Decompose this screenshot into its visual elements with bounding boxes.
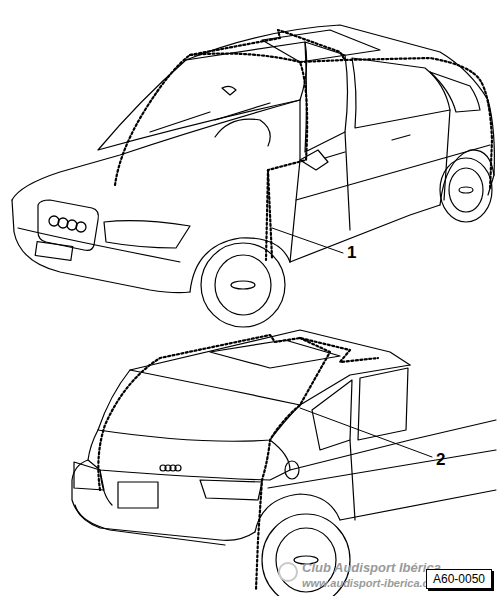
figure-number-box: A60-0050 xyxy=(426,569,492,589)
front-car xyxy=(12,25,494,327)
callout-number: 2 xyxy=(436,450,445,470)
watermark-logo xyxy=(279,563,297,581)
watermark-text: Club Audisport Ibérica xyxy=(302,560,441,575)
figure-number: A60-0050 xyxy=(433,572,485,586)
callout-number: 1 xyxy=(347,243,356,263)
rear-car xyxy=(72,330,496,596)
watermark-url: www.audisport-iberica.com xyxy=(302,577,445,589)
